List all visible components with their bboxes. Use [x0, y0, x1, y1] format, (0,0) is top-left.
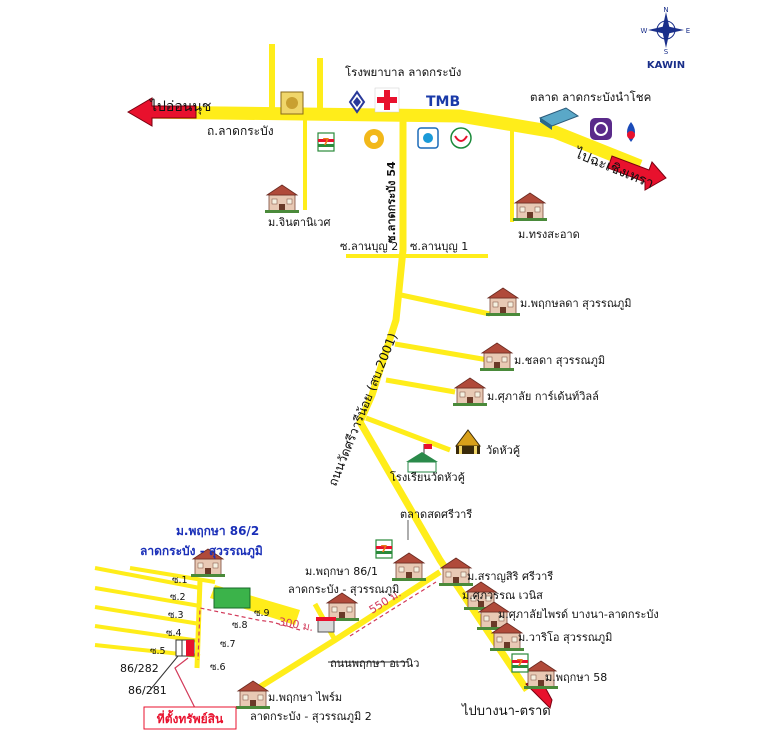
distance-300-label: 300 ม.: [277, 615, 314, 634]
soi-9-label: ซ.9: [254, 608, 270, 619]
plot-86-281-label: 86/281: [128, 684, 167, 697]
compass-brand: KAWIN: [647, 60, 685, 71]
bank-lotus-icon: [348, 90, 366, 114]
compass-w: W: [641, 27, 648, 35]
gold-emblem-icon: [280, 91, 304, 115]
krungthai-bank-icon: [417, 127, 439, 149]
guard-house-icon: [316, 617, 336, 633]
soi-6-label: ซ.6: [210, 662, 226, 673]
pruksa-prime-label: ม.พฤกษา ไพร์ม: [268, 691, 342, 704]
house-chintaniwet-icon: [264, 184, 300, 214]
supalai-pride-label: ม.ศุภาลัยไพรด์ บางนา-ลาดกระบัง: [498, 608, 659, 621]
property-location-label: ที่ตั้งทรัพย์สิน: [157, 709, 224, 726]
route-300m: [197, 607, 301, 661]
chintaniwet-label: ม.จินตานิเวศ: [268, 216, 330, 229]
hospital-cross-icon: [374, 87, 400, 113]
supalai-garden-label: ม.ศุภาลัย การ์เด้นท์วิลล์: [487, 390, 599, 403]
krungsri-bank-icon: [364, 129, 384, 149]
soi-4-label: ซ.4: [166, 628, 182, 639]
wat-road-label: ถนนวัดศรีวารีน้อย (สบ.2001): [325, 331, 400, 488]
soi-3-label: ซ.3: [168, 610, 184, 621]
pruksa-86-2-subtitle: ลาดกระบัง - สุวรรณภูมิ: [140, 544, 263, 559]
pruksa-86-1-sublabel: ลาดกระบัง - สุวรรณภูมิ: [288, 583, 399, 596]
soi-spine-road: [194, 579, 203, 669]
house-chonlada-icon: [479, 342, 515, 372]
soi-top-road: [129, 566, 216, 584]
house-pruksalada-icon: [485, 287, 521, 317]
soi-lanboon1-label: ซ.ลานบุญ 1: [410, 240, 468, 253]
property-location-callout: ที่ตั้งทรัพย์สิน: [143, 706, 237, 730]
property-leader: [174, 657, 201, 719]
wario-label: ม.วาริโอ สุวรรณภูมิ: [518, 630, 612, 644]
road-to-chonlada: [394, 341, 489, 363]
compass-rose: N S E W KAWIN: [641, 6, 691, 71]
house-small-icon: [324, 592, 360, 622]
pruksa-86-1-label: ม.พฤกษา 86/1: [305, 565, 378, 578]
property-marker: [175, 639, 195, 657]
to-bangna-label: ไปบางนา-ตราด: [461, 703, 551, 719]
school-hua-ku-label: โรงเรียนวัดหัวคู้: [390, 470, 465, 484]
pruksa-avenue-label: ถนนพฤกษา อเวนิว: [330, 657, 419, 670]
pruksalada-label: ม.พฤกษลดา สุวรรณภูมิ: [520, 297, 632, 310]
lat-krabang-road-label: ถ.ลาดกระบัง: [207, 124, 274, 138]
soi-54-label: ซ.ลาดกระบัง 54: [385, 161, 398, 243]
route-550m: [349, 581, 437, 637]
road-to-supalai-garden: [385, 377, 456, 395]
seven-eleven-2-icon: [375, 539, 393, 559]
srivari-market-label: ตลาดสดศรีวารี: [400, 508, 472, 521]
soi-1-label: ซ.1: [172, 575, 188, 586]
pruksa-86-2-title: ม.พฤกษา 86/2: [176, 524, 259, 538]
market-lk-label: ตลาด ลาดกระบังนำโชค: [530, 90, 651, 104]
school-icon: [406, 444, 438, 473]
house-pruksa-86-1-icon: [391, 552, 427, 582]
pruksa-58-label: ม.พฤกษา 58: [545, 671, 607, 684]
house-songsa-at-icon: [512, 192, 548, 222]
soi-8-label: ซ.8: [232, 620, 248, 631]
soi-1-road: [94, 566, 201, 590]
pipawan-label: ม.ศุภวรรณ เวนิส: [462, 589, 543, 602]
soi-5-label: ซ.5: [150, 646, 166, 657]
chonlada-label: ม.ชลดา สุวรรณภูมิ: [514, 354, 605, 367]
to-onnut-label: ไปอ่อนนุช: [149, 98, 211, 115]
hospital-label: โรงพยาบาล ลาดกระบัง: [345, 65, 461, 79]
kasikorn-bank-icon: [450, 127, 472, 149]
arrow-to-chachoengsao: [607, 155, 667, 191]
market-building-icon: [538, 107, 580, 130]
compass-n: N: [663, 6, 668, 14]
compass-s: S: [664, 48, 669, 56]
seven-eleven-3-icon: [511, 653, 529, 673]
house-supalai-garden-icon: [452, 377, 488, 407]
saransiri-label: ม.สราญสิริ ศรีวารี: [467, 570, 553, 583]
soi-3-road: [94, 605, 201, 626]
arrow-to-onnut: [127, 97, 197, 127]
seven-eleven-icon: [317, 132, 335, 152]
soi-54-and-wat-road: [356, 120, 530, 692]
road-to-pruksalada: [400, 292, 491, 317]
ptt-gas-icon: [627, 122, 635, 142]
pruksa-prime-sublabel: ลาดกระบัง - สุวรรณภูมิ 2: [250, 710, 372, 723]
plot-86-282-label: 86/282: [120, 662, 159, 675]
songsa-at-label: ม.ทรงสะอาด: [518, 228, 580, 241]
road-to-wat: [365, 415, 451, 453]
soi-7-label: ซ.7: [220, 639, 236, 650]
soi-lanboon2-label: ซ.ลานบุญ 2: [340, 240, 398, 253]
scb-bank-icon: [590, 118, 612, 140]
temple-icon: [455, 429, 481, 454]
plot-leader: [149, 655, 179, 691]
compass-e: E: [686, 27, 690, 35]
soi-2-road: [94, 586, 201, 608]
tmb-logo-icon: TMB: [426, 94, 460, 110]
soi-4-road: [94, 624, 201, 643]
soi-2-label: ซ.2: [170, 592, 186, 603]
wat-hua-ku-label: วัดหัวคู้: [486, 444, 520, 457]
green-plot: [213, 587, 251, 609]
